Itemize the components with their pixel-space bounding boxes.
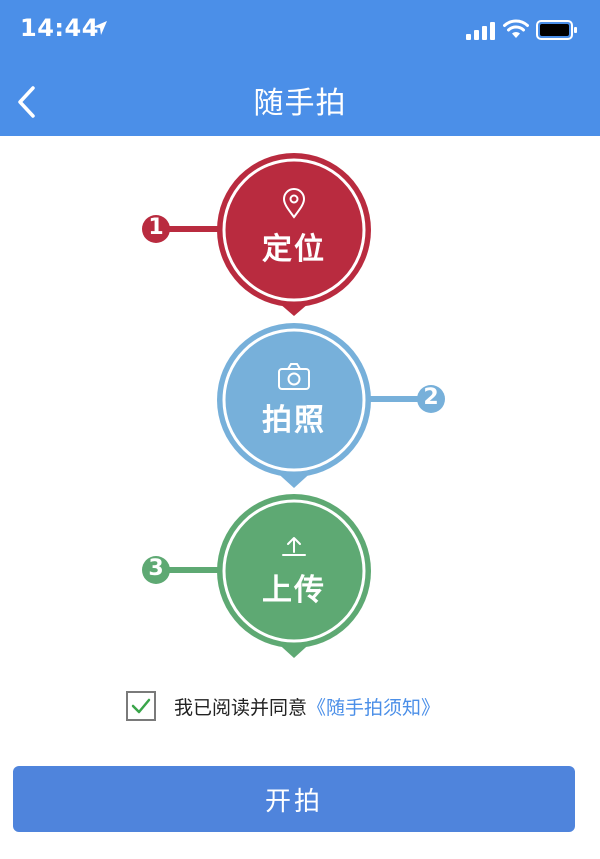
wechat-icon bbox=[493, 832, 515, 849]
watermark-text: 平安哈尔滨 bbox=[520, 834, 590, 850]
step-1-marker bbox=[142, 153, 371, 316]
agreement-checkbox[interactable] bbox=[126, 691, 156, 721]
cellular-signal-icon bbox=[466, 22, 495, 40]
notice-link[interactable]: 《随手拍须知》 bbox=[307, 696, 441, 719]
steps-diagram: 1 定位 2 拍照 3 上传 bbox=[0, 140, 600, 680]
agreement-row: 我已阅读并同意 《随手拍须知》 bbox=[126, 690, 440, 722]
step-1-number-badge bbox=[142, 215, 170, 243]
chevron-left-icon bbox=[18, 86, 35, 118]
watermark: 平安哈尔滨 bbox=[493, 831, 590, 851]
header-bar: 14:44 随手拍 bbox=[0, 0, 600, 136]
step-3-number: 3 bbox=[148, 556, 164, 581]
step-3-marker bbox=[142, 494, 371, 658]
step-2-number-badge bbox=[417, 385, 445, 413]
wifi-icon bbox=[503, 19, 529, 38]
page-title: 随手拍 bbox=[253, 86, 347, 121]
status-time: 14:44 bbox=[20, 14, 99, 42]
location-arrow-icon bbox=[93, 21, 107, 35]
upload-icon bbox=[282, 537, 306, 556]
step-2-number: 2 bbox=[423, 385, 439, 410]
back-button[interactable] bbox=[6, 80, 46, 124]
step-1-number: 1 bbox=[148, 215, 164, 240]
camera-icon bbox=[278, 363, 310, 390]
step-3-label: 上传 bbox=[262, 573, 326, 608]
step-3-number-badge bbox=[142, 556, 170, 584]
step-2-marker bbox=[217, 323, 445, 488]
checkmark-icon bbox=[131, 698, 151, 714]
battery-icon bbox=[536, 20, 577, 40]
location-pin-icon bbox=[282, 188, 306, 219]
start-button[interactable]: 开拍 bbox=[13, 766, 575, 832]
steps-graphic bbox=[142, 153, 445, 658]
agreement-text: 我已阅读并同意 bbox=[174, 696, 308, 719]
step-1-label: 定位 bbox=[262, 232, 326, 267]
step-2-label: 拍照 bbox=[262, 403, 326, 438]
